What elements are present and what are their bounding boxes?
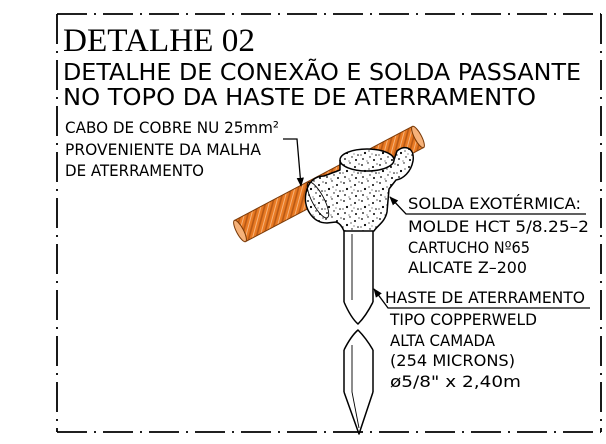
weld-label-line-4: ALICATE Z–200 <box>408 258 527 277</box>
rod-label-line-4: (254 MICRONS) <box>390 351 515 370</box>
rod-break-upper <box>343 301 374 325</box>
weld-label-line-1: SOLDA EXOTÉRMICA: <box>408 194 581 213</box>
rod-leader-line <box>373 288 590 309</box>
weld-label-line-3: CARTUCHO Nº65 <box>408 238 530 257</box>
cable-label-line-1: CABO DE COBRE NU 25mm² <box>65 118 279 137</box>
rod-break-lower <box>343 329 374 351</box>
frame-border <box>56 13 602 433</box>
weld-label-line-2: MOLDE HCT 5/8.25–2 <box>408 217 589 236</box>
rod-label-line-1: HASTE DE ATERRAMENTO <box>385 288 585 307</box>
ground-rod <box>343 228 374 435</box>
weld-leader-line <box>389 196 586 215</box>
exothermic-weld <box>304 146 414 232</box>
cable-leader-line <box>283 138 304 187</box>
detail-title: DETALHE 02 <box>63 23 255 59</box>
weld-top-face <box>339 159 395 172</box>
cable-label-line-3: DE ATERRAMENTO <box>65 161 204 180</box>
detail-heading-line-1: DETALHE DE CONEXÃO E SOLDA PASSANTE <box>63 58 581 86</box>
cable-end-right <box>411 125 425 149</box>
weld-left-opening <box>306 181 330 219</box>
rod-tip <box>343 391 374 435</box>
cable-label-line-2: PROVENIENTE DA MALHA <box>65 140 261 159</box>
rod-label-line-5: ø5/8" x 2,40m <box>390 372 521 391</box>
cable-end-left <box>233 219 247 243</box>
rod-label-line-2: TIPO COPPERWELD <box>389 310 537 329</box>
rod-label-line-3: ALTA CAMADA <box>390 331 495 350</box>
detail-heading-line-2: NO TOPO DA HASTE DE ATERRAMENTO <box>63 85 536 111</box>
